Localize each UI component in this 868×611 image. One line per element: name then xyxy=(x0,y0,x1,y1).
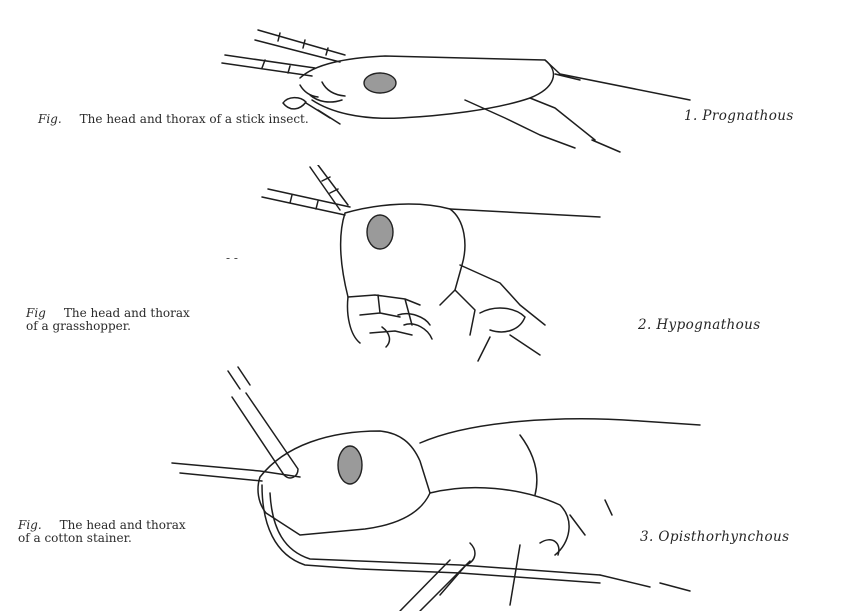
neck-lines xyxy=(465,100,575,148)
fig-mark: Fig. xyxy=(18,518,42,532)
stray-mark: - - xyxy=(226,251,238,265)
compound-eye xyxy=(338,446,362,484)
compound-eye xyxy=(367,215,393,249)
legs-base xyxy=(478,308,540,361)
stick-insect-head-drawing xyxy=(0,0,868,165)
antenna-lower xyxy=(222,55,315,76)
figure-caption: Fig. The head and thorax of a stick insec… xyxy=(38,113,309,126)
antenna-upper xyxy=(255,30,345,62)
caption-line-1: The head and thorax xyxy=(60,518,186,532)
mouthparts xyxy=(300,82,345,102)
antenna-lower xyxy=(262,189,350,215)
fig-mark: Fig. xyxy=(38,112,62,126)
leg-segment xyxy=(400,560,690,611)
palps xyxy=(382,314,432,347)
antenna-raised xyxy=(228,367,298,478)
figure-hypognathous: - - Fig The head and thorax of a grasshop… xyxy=(0,165,868,365)
figure-prognathous: Fig. The head and thorax of a stick insec… xyxy=(0,0,868,165)
figure-caption: Fig. The head and thorax of a cotton stai… xyxy=(18,519,186,545)
caption-line-1: The head and thorax xyxy=(64,306,190,320)
head-capsule xyxy=(258,431,430,535)
caption-line-2: of a cotton stainer. xyxy=(18,532,186,545)
fig-mark: Fig xyxy=(26,306,46,320)
caption-text: The head and thorax of a stick insect. xyxy=(80,112,309,126)
head-capsule xyxy=(341,204,465,343)
cotton-stainer-head-drawing xyxy=(0,365,868,611)
type-label-opisthorhynchous: 3. Opisthorhynchous xyxy=(640,529,789,545)
figure-caption: Fig The head and thorax of a grasshopper. xyxy=(26,307,190,333)
type-label-hypognathous: 2. Hypognathous xyxy=(638,317,761,333)
type-label-prognathous: 1. Prognathous xyxy=(684,108,794,124)
antenna-horizontal xyxy=(172,463,300,481)
figure-opisthorhynchous: Fig. The head and thorax of a cotton stai… xyxy=(0,365,868,611)
grasshopper-head-drawing xyxy=(0,165,868,365)
caption-line-2: of a grasshopper. xyxy=(26,320,190,333)
legs xyxy=(440,500,612,605)
antenna-upper xyxy=(310,165,348,210)
compound-eye xyxy=(364,73,396,93)
head-capsule xyxy=(300,56,553,118)
